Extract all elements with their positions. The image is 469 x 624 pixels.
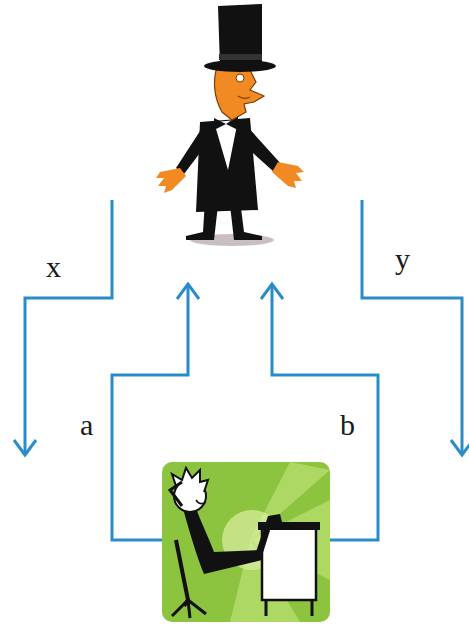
- leg: [256, 514, 282, 556]
- chair: [172, 600, 206, 618]
- signal-label: y: [395, 244, 410, 274]
- person-body: [184, 508, 262, 574]
- arrow-head: [177, 284, 199, 299]
- hand: [272, 162, 304, 188]
- head: [215, 64, 264, 120]
- arrow-head: [261, 284, 283, 299]
- signal-label: x: [46, 252, 61, 282]
- mouth: [238, 96, 250, 98]
- eye: [236, 74, 244, 82]
- desk-leg: [266, 600, 312, 616]
- desk: [262, 528, 316, 600]
- picture-ground: [162, 462, 330, 622]
- hat-band: [219, 54, 262, 60]
- referee-figure: [156, 4, 304, 246]
- signal-line: [25, 200, 112, 455]
- top-hat: [218, 4, 262, 66]
- hand: [156, 168, 186, 193]
- arrow-head: [451, 440, 469, 455]
- hair: [172, 468, 208, 492]
- chair: [176, 540, 188, 606]
- signal-label: b: [340, 410, 355, 440]
- signal-label: a: [80, 410, 93, 440]
- smile: [196, 500, 206, 504]
- hat-brim: [204, 60, 276, 72]
- arm: [170, 482, 182, 506]
- prover-picture: [162, 462, 330, 622]
- arm: [176, 128, 206, 174]
- arrow-head: [14, 440, 36, 455]
